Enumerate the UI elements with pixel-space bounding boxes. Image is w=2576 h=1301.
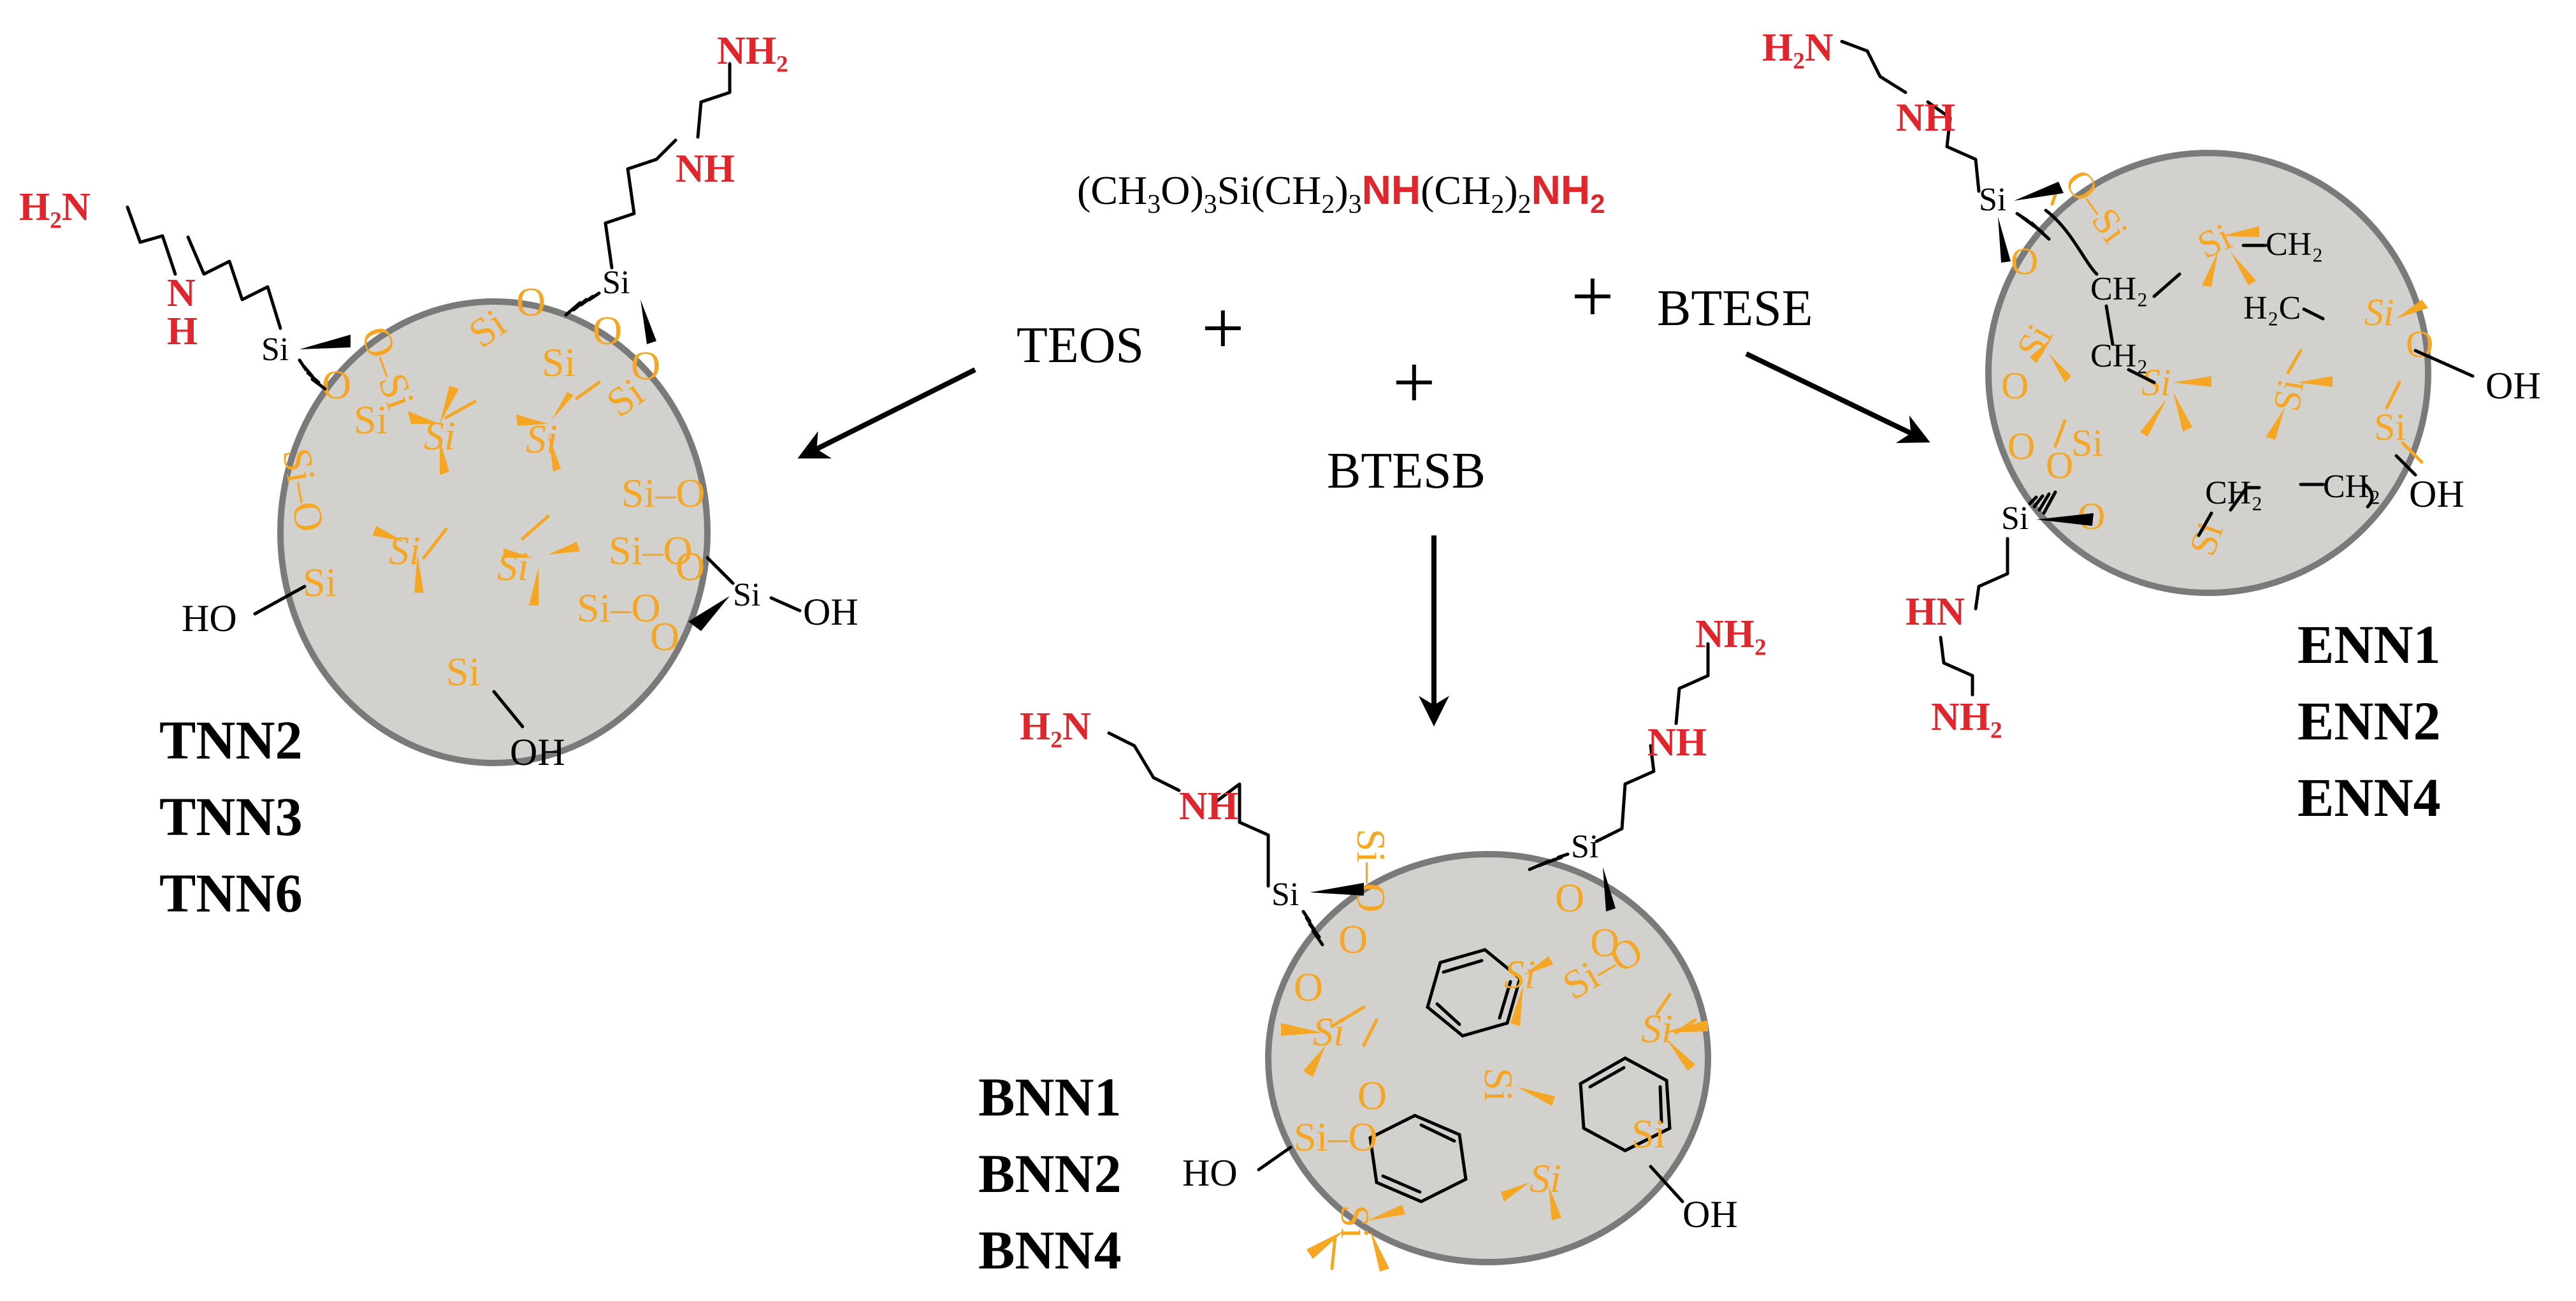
svg-text:Si: Si — [542, 340, 575, 385]
plus-sign-teos: + — [1201, 286, 1245, 370]
svg-text:H₂N: H₂N — [1020, 705, 1091, 748]
svg-text:Si: Si — [1271, 876, 1299, 913]
reagent-btesb: BTESB — [1327, 443, 1486, 499]
svg-text:Si: Si — [303, 560, 336, 605]
svg-text:Si: Si — [2364, 291, 2394, 333]
svg-text:TNN6: TNN6 — [159, 862, 303, 924]
svg-text:ENN2: ENN2 — [2297, 690, 2441, 752]
arrow-to-enn — [1745, 351, 1930, 443]
svg-text:Si: Si — [602, 265, 630, 301]
enn-sample-list: ENN1 ENN2 ENN4 — [2297, 614, 2441, 828]
svg-text:H₂N: H₂N — [1762, 26, 1834, 69]
svg-text:H₂C: H₂C — [2243, 290, 2301, 326]
bnn-sample-list: BNN1 BNN2 BNN4 — [978, 1066, 1122, 1281]
svg-text:NH₂: NH₂ — [1695, 613, 1767, 656]
svg-text:O: O — [2001, 365, 2029, 407]
svg-text:O: O — [676, 544, 705, 589]
svg-text:Si: Si — [1504, 952, 1536, 997]
svg-text:Si: Si — [497, 544, 529, 589]
svg-text:O: O — [2046, 444, 2073, 486]
svg-text:OH: OH — [2409, 473, 2464, 515]
bnn-particle: Si–O O O Si Si Si–O O O Si Si Si Si–O O … — [1020, 613, 1767, 1272]
reagent-btese: BTESE — [1657, 280, 1813, 337]
svg-text:CH₂: CH₂ — [2090, 271, 2148, 307]
svg-text:Si–O: Si–O — [609, 528, 693, 573]
svg-text:N: N — [167, 272, 196, 315]
svg-text:Si: Si — [2141, 361, 2171, 403]
svg-text:NH: NH — [1647, 721, 1707, 764]
svg-text:H: H — [167, 310, 198, 353]
svg-text:Si: Si — [446, 649, 480, 694]
svg-text:NH: NH — [676, 147, 735, 191]
svg-text:ENN1: ENN1 — [2297, 614, 2441, 675]
svg-text:O: O — [1338, 917, 1368, 962]
svg-text:HO: HO — [1182, 1152, 1238, 1194]
svg-text:Si: Si — [733, 577, 760, 613]
svg-text:Si: Si — [261, 331, 289, 368]
aminosilane-formula: (CH3O)3Si(CH2)3NH(CH2)2NH2 — [1077, 167, 1605, 219]
svg-text:O: O — [2011, 240, 2038, 282]
svg-text:HN: HN — [1906, 590, 1965, 634]
svg-text:O: O — [322, 362, 351, 407]
svg-text:O: O — [650, 614, 679, 659]
tnn-particle: O–Si Si O Si O Si O Si O Si–O Si Si Si–O… — [19, 29, 858, 773]
plus-sign-btesb: + — [1393, 340, 1436, 425]
svg-text:Si: Si — [2001, 500, 2029, 537]
svg-text:HO: HO — [182, 597, 237, 639]
svg-text:Si–O: Si–O — [621, 470, 706, 516]
svg-text:O: O — [1555, 875, 1584, 920]
svg-text:TNN3: TNN3 — [159, 786, 303, 847]
svg-text:Si: Si — [1476, 1068, 1521, 1101]
svg-text:Si–O: Si–O — [1349, 829, 1394, 913]
enn-particle: O–Si Si O Si O Si Si Si Si O Si O O Si O — [1762, 26, 2541, 739]
svg-text:TNN2: TNN2 — [159, 709, 303, 771]
svg-text:O: O — [2008, 425, 2035, 467]
svg-text:NH₂: NH₂ — [717, 29, 788, 73]
svg-text:NH₂: NH₂ — [1931, 695, 2002, 739]
svg-text:Si: Si — [2071, 422, 2103, 464]
svg-text:O: O — [516, 279, 546, 324]
svg-text:CH₂: CH₂ — [2266, 226, 2323, 263]
svg-text:Si–O: Si–O — [577, 585, 661, 630]
svg-text:Si: Si — [2374, 406, 2406, 448]
svg-text:NH: NH — [1179, 785, 1238, 828]
svg-text:O: O — [593, 308, 622, 353]
svg-text:Si: Si — [1632, 1111, 1665, 1156]
svg-text:O: O — [2406, 323, 2433, 365]
svg-text:OH: OH — [1682, 1193, 1738, 1235]
svg-text:BNN1: BNN1 — [978, 1066, 1122, 1128]
arrow-to-tnn — [797, 367, 976, 459]
svg-text:CH₂: CH₂ — [2090, 338, 2148, 374]
svg-text:ENN4: ENN4 — [2297, 767, 2441, 828]
svg-text:Si: Si — [1530, 1156, 1561, 1201]
svg-text:Si–O: Si–O — [1294, 1114, 1378, 1159]
svg-text:O: O — [631, 343, 660, 388]
svg-text:O: O — [1357, 1073, 1387, 1118]
svg-text:Si: Si — [354, 397, 387, 442]
svg-text:O: O — [1590, 920, 1619, 965]
svg-text:H₂N: H₂N — [19, 185, 90, 229]
svg-text:Si: Si — [389, 528, 421, 573]
svg-text:OH: OH — [510, 731, 565, 773]
svg-text:Si: Si — [1571, 829, 1598, 865]
reagent-teos: TEOS — [1017, 317, 1144, 374]
plus-sign-btese: + — [1571, 254, 1614, 338]
svg-text:BNN4: BNN4 — [978, 1219, 1122, 1281]
svg-text:O: O — [1294, 964, 1323, 1010]
svg-text:BNN2: BNN2 — [978, 1143, 1122, 1204]
svg-text:Si: Si — [1979, 182, 2006, 218]
svg-text:OH: OH — [2486, 365, 2541, 407]
svg-text:OH: OH — [803, 591, 858, 633]
tnn-sample-list: TNN2 TNN3 TNN6 — [159, 709, 303, 924]
svg-text:NH: NH — [1896, 96, 1955, 140]
